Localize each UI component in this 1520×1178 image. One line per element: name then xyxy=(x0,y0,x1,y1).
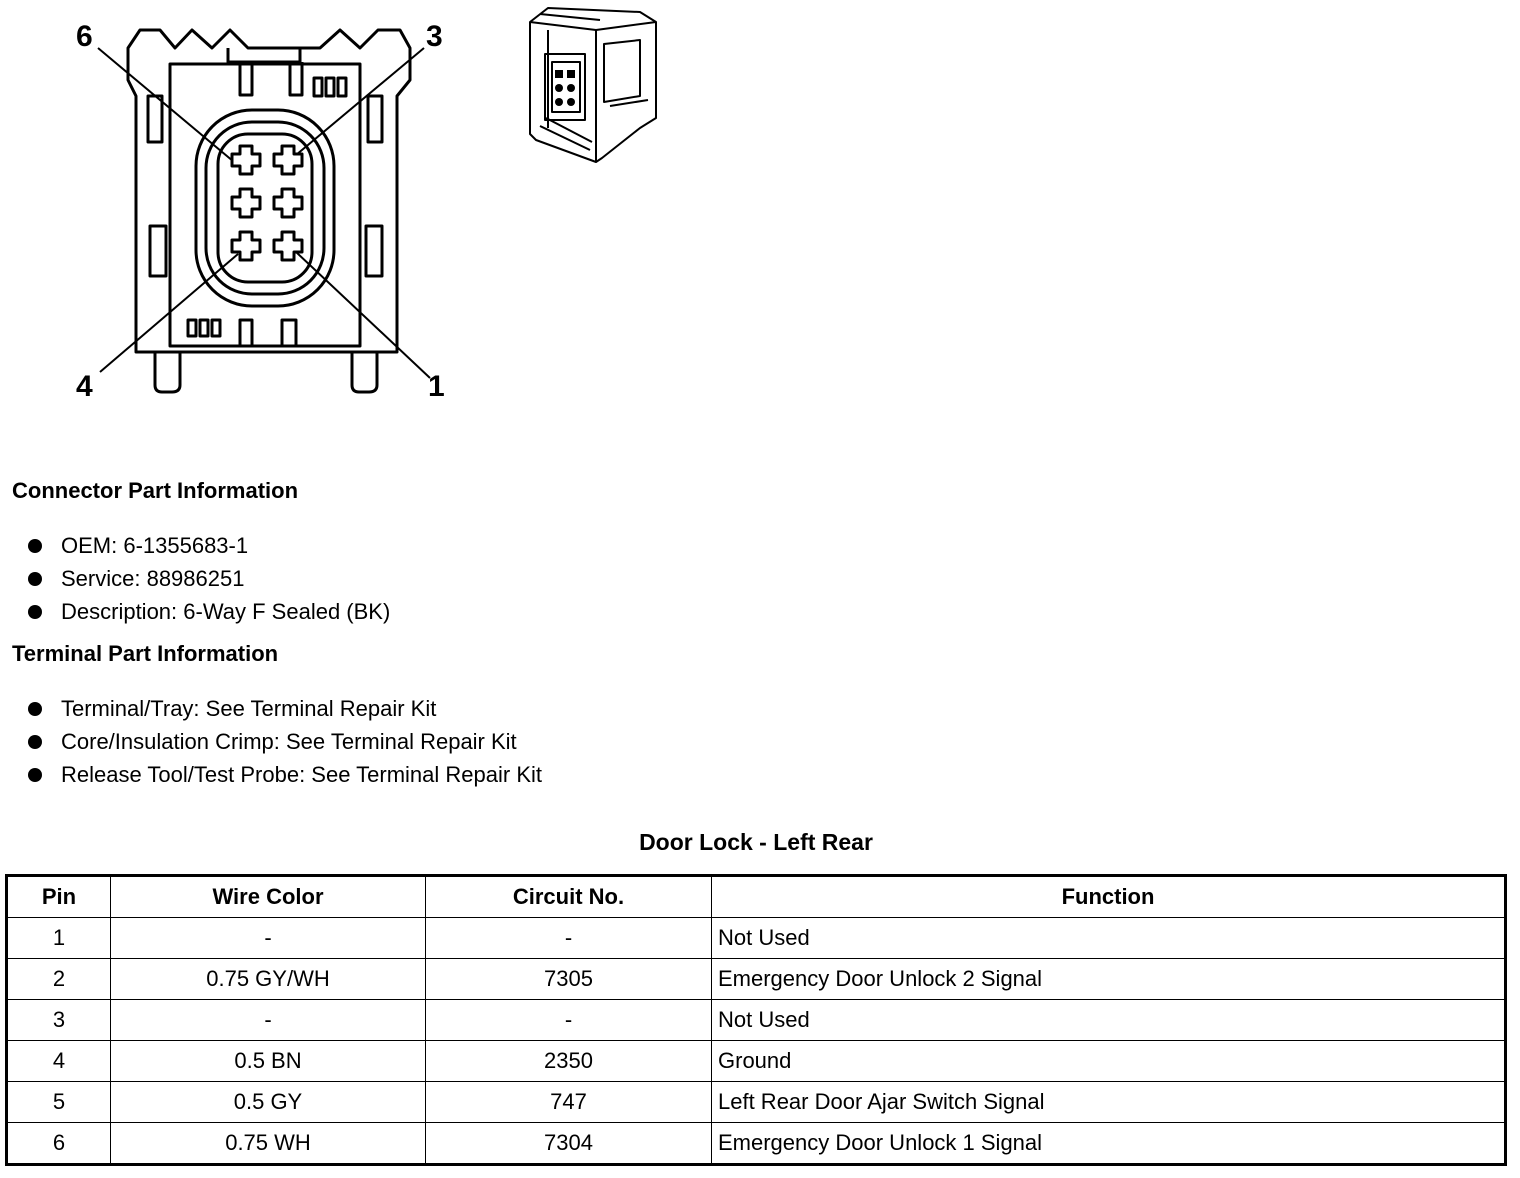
list-item: Description: 6-Way F Sealed (BK) xyxy=(28,595,390,628)
terminal-crimp: Core/Insulation Crimp: See Terminal Repa… xyxy=(61,729,517,754)
cell-function: Emergency Door Unlock 1 Signal xyxy=(711,1122,1506,1165)
bullet-icon xyxy=(28,768,42,782)
header-wire-color: Wire Color xyxy=(110,875,426,918)
connector-part-info-list: OEM: 6-1355683-1 Service: 88986251 Descr… xyxy=(28,529,390,628)
cell-wire-color: 0.75 GY/WH xyxy=(110,958,426,1000)
cell-circuit-no: - xyxy=(425,917,712,959)
pin-label-3: 3 xyxy=(426,20,443,53)
cell-pin: 2 xyxy=(6,958,111,1000)
bullet-icon xyxy=(28,572,42,586)
list-item: OEM: 6-1355683-1 xyxy=(28,529,390,562)
bullet-icon xyxy=(28,735,42,749)
cell-function: Not Used xyxy=(711,917,1506,959)
connector-face-diagram xyxy=(97,28,431,394)
table-row: 2 0.75 GY/WH 7305 Emergency Door Unlock … xyxy=(6,958,1506,1000)
cell-function: Not Used xyxy=(711,999,1506,1041)
pin-table-title: Door Lock - Left Rear xyxy=(639,829,873,855)
connector-oem: OEM: 6-1355683-1 xyxy=(61,533,249,558)
table-header-row: Pin Wire Color Circuit No. Function xyxy=(6,875,1506,918)
cell-circuit-no: - xyxy=(425,999,712,1041)
pin-label-6: 6 xyxy=(76,20,93,53)
terminal-part-info-list: Terminal/Tray: See Terminal Repair Kit C… xyxy=(28,692,542,791)
header-pin: Pin xyxy=(6,875,111,918)
cell-pin: 4 xyxy=(6,1040,111,1082)
cell-wire-color: - xyxy=(110,917,426,959)
table-row: 3 - - Not Used xyxy=(6,999,1506,1041)
connector-description: Description: 6-Way F Sealed (BK) xyxy=(61,599,391,624)
header-circuit-no: Circuit No. xyxy=(425,875,712,918)
table-row: 5 0.5 GY 747 Left Rear Door Ajar Switch … xyxy=(6,1081,1506,1123)
cell-wire-color: 0.5 BN xyxy=(110,1040,426,1082)
cell-wire-color: 0.5 GY xyxy=(110,1081,426,1123)
bullet-icon xyxy=(28,702,42,716)
bullet-icon xyxy=(28,605,42,619)
cell-wire-color: 0.75 WH xyxy=(110,1122,426,1165)
cell-pin: 5 xyxy=(6,1081,111,1123)
cell-wire-color: - xyxy=(110,999,426,1041)
bullet-icon xyxy=(28,539,42,553)
table-row: 6 0.75 WH 7304 Emergency Door Unlock 1 S… xyxy=(6,1122,1506,1165)
connector-part-info-title: Connector Part Information xyxy=(12,478,299,503)
list-item: Terminal/Tray: See Terminal Repair Kit xyxy=(28,692,542,725)
cell-circuit-no: 2350 xyxy=(425,1040,712,1082)
header-function: Function xyxy=(711,875,1506,918)
cell-pin: 3 xyxy=(6,999,111,1041)
cell-pin: 1 xyxy=(6,917,111,959)
pin-label-1: 1 xyxy=(428,370,445,403)
cell-circuit-no: 747 xyxy=(425,1081,712,1123)
list-item: Core/Insulation Crimp: See Terminal Repa… xyxy=(28,725,542,758)
list-item: Release Tool/Test Probe: See Terminal Re… xyxy=(28,758,542,791)
connector-service: Service: 88986251 xyxy=(61,566,245,591)
connector-isometric-view xyxy=(529,7,657,163)
table-row: 4 0.5 BN 2350 Ground xyxy=(6,1040,1506,1082)
pin-table: Pin Wire Color Circuit No. Function 1 - … xyxy=(5,874,1507,1166)
terminal-part-info-title: Terminal Part Information xyxy=(12,641,279,666)
terminal-release-tool: Release Tool/Test Probe: See Terminal Re… xyxy=(61,762,542,787)
table-row: 1 - - Not Used xyxy=(6,917,1506,959)
cell-circuit-no: 7304 xyxy=(425,1122,712,1165)
pin-label-4: 4 xyxy=(76,370,93,403)
cell-function: Emergency Door Unlock 2 Signal xyxy=(711,958,1506,1000)
cell-function: Left Rear Door Ajar Switch Signal xyxy=(711,1081,1506,1123)
terminal-tray: Terminal/Tray: See Terminal Repair Kit xyxy=(61,696,437,721)
list-item: Service: 88986251 xyxy=(28,562,390,595)
cell-function: Ground xyxy=(711,1040,1506,1082)
cell-pin: 6 xyxy=(6,1122,111,1165)
cell-circuit-no: 7305 xyxy=(425,958,712,1000)
